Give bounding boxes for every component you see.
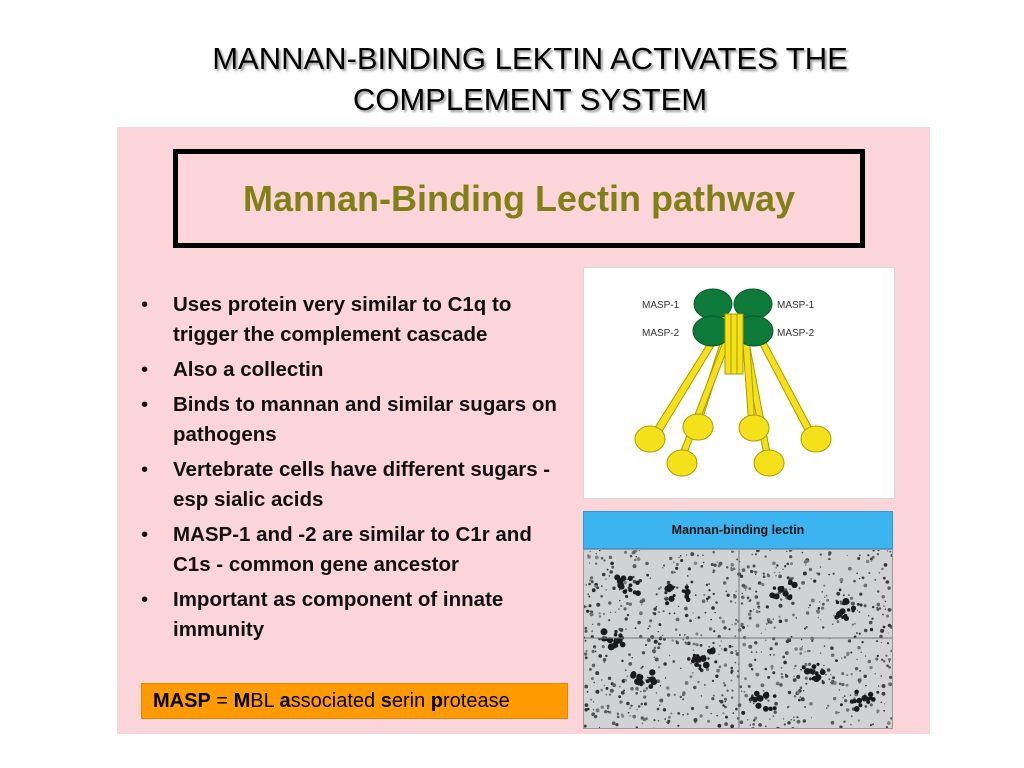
bullet-icon: • — [141, 523, 149, 546]
content-panel: Mannan-Binding Lectin pathway • Uses prot… — [117, 127, 930, 734]
bullet-item: • Also a collectin — [141, 355, 571, 385]
central-stalk — [724, 313, 744, 375]
masp-letter-p: p — [430, 689, 443, 712]
bullet-icon: • — [141, 358, 149, 381]
bullet-text: Uses protein very similar to C1q to trig… — [173, 293, 512, 346]
masp-letter-a: a — [279, 689, 291, 712]
bullet-text: Also a collectin — [173, 358, 324, 381]
masp2-left-label: MASP-2 — [642, 328, 680, 339]
bullet-icon: • — [141, 588, 149, 611]
masp-term: MASP — [153, 689, 211, 712]
masp-equals: = — [210, 689, 234, 712]
mbl-structure-svg: MASP-1 MASP-2 MASP-1 MASP-2 — [634, 288, 832, 477]
electron-micrograph — [583, 549, 893, 729]
bullet-text: Important as component of innate immunit… — [173, 588, 504, 641]
bullet-text: Binds to mannan and similar sugars on pa… — [173, 393, 557, 446]
slide-title: MANNAN-BINDING LEKTIN ACTIVATES THE COMP… — [150, 38, 910, 120]
bullet-item: • Uses protein very similar to C1q to tri… — [141, 290, 571, 350]
slide-title-line-1: MANNAN-BINDING LEKTIN ACTIVATES THE — [212, 41, 848, 76]
masp-definition-note: MASP = MBL associated serin protease — [141, 683, 568, 719]
bullet-icon: • — [141, 293, 149, 316]
bullet-item: • Vertebrate cells have different sugars … — [141, 455, 571, 515]
micrograph-header: Mannan-binding lectin — [583, 511, 893, 549]
masp2-right-label: MASP-2 — [777, 328, 815, 339]
pathway-header-text: Mannan-Binding Lectin pathway — [242, 177, 795, 219]
mbl-structure-diagram: MASP-1 MASP-2 MASP-1 MASP-2 — [583, 267, 895, 499]
micrograph-svg — [584, 550, 892, 728]
bullet-text: MASP-1 and -2 are similar to C1r and C1s… — [173, 523, 532, 576]
bullet-list: • Uses protein very similar to C1q to tri… — [141, 290, 571, 650]
masp-word-serin: erin — [391, 689, 431, 712]
bullet-item: • Binds to mannan and similar sugars on p… — [141, 390, 571, 450]
masp-globules — [692, 288, 774, 347]
masp-word-associated: ssociated — [290, 689, 381, 712]
bullet-icon: • — [141, 458, 149, 481]
masp-word-protease: rotease — [442, 689, 510, 712]
slide-title-line-2: COMPLEMENT SYSTEM — [352, 82, 708, 117]
bullet-item: • MASP-1 and -2 are similar to C1r and C1… — [141, 520, 571, 580]
bullet-item: • Important as component of innate immuni… — [141, 585, 571, 645]
masp1-left-label: MASP-1 — [642, 300, 680, 311]
masp-word-mbl: BL — [250, 689, 280, 712]
masp-letter-m: M — [233, 689, 251, 712]
bullet-text: Vertebrate cells have different sugars -… — [173, 458, 551, 511]
bullet-icon: • — [141, 393, 149, 416]
lectin-heads — [634, 413, 832, 477]
masp1-right-label: MASP-1 — [777, 300, 815, 311]
masp-letter-s: s — [380, 689, 392, 712]
pathway-header-box: Mannan-Binding Lectin pathway — [173, 149, 865, 248]
